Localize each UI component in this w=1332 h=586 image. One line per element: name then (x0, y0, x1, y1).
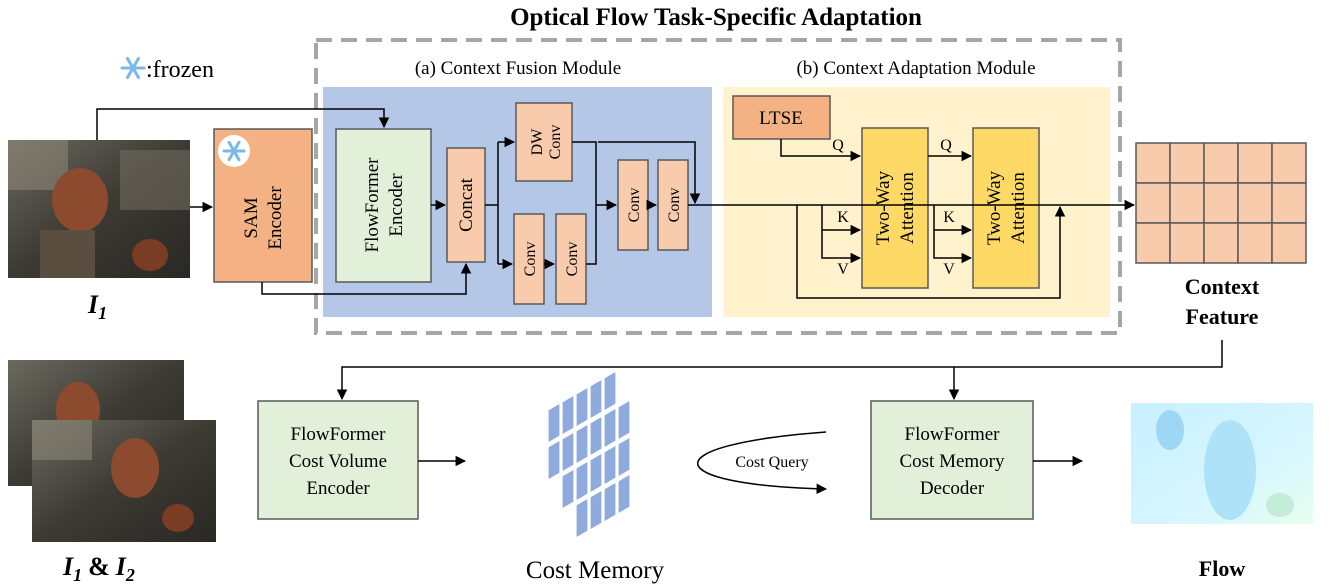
conv-block-4 (657, 159, 689, 251)
flowformer-encoder-label-1: FlowFormer (362, 157, 383, 253)
conv-block-2 (555, 213, 587, 305)
adaptation-outline (314, 38, 1122, 335)
cost-query-label: Cost Query (735, 454, 808, 471)
sam-encoder-label-2: Encoder (265, 186, 286, 250)
frozen-legend-text: :frozen (146, 57, 214, 83)
query-label-1: Q (832, 137, 844, 154)
key-label-1: K (837, 209, 849, 226)
snowflake-icon (218, 135, 250, 167)
cost-query-arrow (697, 431, 828, 495)
cost-volume-encoder-label-2: Cost Volume (289, 451, 387, 472)
cost-volume-encoder-label-3: Encoder (306, 478, 370, 499)
ltse-block (732, 95, 831, 140)
concat-label: Concat (456, 177, 477, 232)
key-label-2: K (943, 209, 955, 226)
two-way-attention-2 (972, 127, 1040, 289)
flow-output-image (1131, 403, 1313, 524)
context-feature-grid (1135, 142, 1307, 264)
query-label-2: Q (940, 137, 952, 154)
bottom-connectors (336, 340, 1223, 467)
two-way-attention-1-label-2: Attention (897, 172, 918, 244)
ltse-label: LTSE (759, 108, 803, 129)
two-way-attention-1-label-1: Two-Way (873, 170, 894, 245)
conv-block-2-label: Conv (564, 242, 581, 277)
two-way-attention-2-label-2: Attention (1008, 172, 1029, 244)
snowflake-icon (120, 57, 146, 79)
flow-label: Flow (1199, 556, 1246, 581)
dw-conv-label-2: Conv (547, 125, 564, 160)
flowformer-encoder-block (335, 128, 432, 283)
value-label-1: V (837, 261, 849, 278)
sam-encoder-label-1: SAM (241, 197, 262, 238)
top-connectors (96, 108, 1136, 299)
input-image-i1-stacked (32, 420, 216, 542)
cost-memory-icon (547, 369, 631, 540)
conv-block-1-label: Conv (522, 242, 539, 277)
conv-block-3 (617, 159, 649, 251)
diagram-title: Optical Flow Task-Specific Adaptation (510, 4, 922, 31)
cost-memory-decoder-label-1: FlowFormer (905, 424, 1001, 445)
conv-block-4-label: Conv (666, 188, 683, 223)
cost-memory-decoder-block (870, 400, 1034, 520)
dw-conv-label-1: DW (529, 128, 546, 156)
context-feature-label-2: Feature (1186, 304, 1259, 329)
flowformer-encoder-label-2: Encoder (386, 173, 407, 237)
two-way-attention-1 (861, 127, 929, 289)
cost-memory-label: Cost Memory (526, 557, 665, 584)
cost-memory-decoder-label-2: Cost Memory (899, 451, 1005, 472)
conv-block-1 (513, 213, 545, 305)
label-i1: I1 (87, 290, 107, 323)
conv-block-3-label: Conv (626, 188, 643, 223)
two-way-attention-2-label-1: Two-Way (984, 170, 1005, 245)
cost-volume-encoder-label-1: FlowFormer (291, 424, 387, 445)
adaptation-module-title: (b) Context Adaptation Module (796, 58, 1035, 79)
value-label-2: V (943, 261, 955, 278)
context-feature-label-1: Context (1185, 274, 1260, 299)
cost-memory-decoder-label-3: Decoder (920, 478, 985, 499)
fusion-module-title: (a) Context Fusion Module (415, 58, 621, 79)
label-i1-and-i2: I1&I2 (62, 552, 135, 585)
input-image-i1 (8, 140, 190, 278)
concat-block (446, 147, 486, 263)
cost-volume-encoder-block (257, 400, 419, 520)
